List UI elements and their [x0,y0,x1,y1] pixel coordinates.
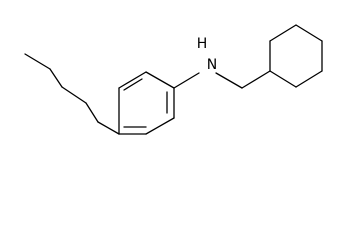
bond-c3-c4 [61,86,87,104]
benzene-inner-3 [123,78,143,91]
bond-c4-c5 [85,102,99,123]
nh-label-h: H [197,36,208,52]
bond-c1-c2 [24,53,51,70]
bond-ch2-cyclohexyl [241,70,271,89]
molecule-svg: H N [24,24,323,135]
bond-c5-ring [97,121,120,135]
nh-label-n: N [207,57,217,73]
amine-linker: H N [173,36,271,89]
pentyl-chain [24,53,120,135]
bond-ring-n [173,72,200,89]
benzene-bond-2 [145,117,175,135]
cyclohexyl-ring [269,24,323,88]
structure-diagram: H N [24,24,323,135]
cyclohexyl-bond-5 [295,70,323,88]
cyclohexyl-bond-6 [269,70,297,88]
bond-c2-c3 [49,68,63,88]
cyclohexyl-bond-2 [269,24,297,42]
bond-n-ch2 [215,72,243,89]
benzene-bond-5 [118,71,147,89]
benzene-bond-4 [145,71,175,89]
cyclohexyl-bond-3 [295,24,323,42]
benzene-ring [118,71,175,135]
